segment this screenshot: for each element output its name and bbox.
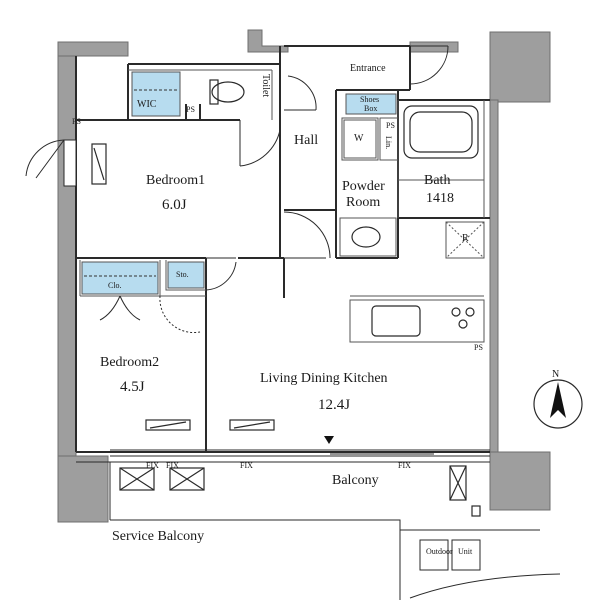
- main-entrance-marker: [324, 436, 334, 444]
- bath-size-label: 1418: [426, 191, 454, 206]
- washer-label: W: [354, 133, 364, 144]
- powder-room-label-2: Room: [346, 195, 381, 210]
- north-label: N: [552, 369, 560, 380]
- ldk-size: 12.4J: [318, 397, 351, 413]
- bath-label: Bath: [424, 173, 451, 188]
- bedroom2-label: Bedroom2: [100, 355, 160, 370]
- doors: [25, 45, 449, 334]
- shoes-box-label-2: Box: [364, 104, 378, 113]
- service-balcony-label: Service Balcony: [112, 529, 205, 544]
- fix-mark-4: FIX: [166, 461, 179, 470]
- bedroom1-label: Bedroom1: [146, 173, 206, 188]
- toilet-label: Toilet: [260, 74, 271, 98]
- thin-lines: [79, 69, 485, 343]
- hall-label: Hall: [294, 133, 319, 148]
- entrance-label: Entrance: [350, 63, 386, 74]
- windows: [76, 449, 561, 600]
- fix-mark-3: FIX: [146, 461, 159, 470]
- storage-areas: [81, 71, 397, 295]
- fixtures: [91, 79, 481, 517]
- outdoor-unit-boxes: [419, 539, 481, 571]
- outdoor-unit-label-1: Outdoor: [426, 547, 453, 556]
- ldk-label: Living Dining Kitchen: [260, 371, 388, 386]
- storage-label: Sto.: [176, 270, 189, 279]
- north-arrow-icon: [533, 379, 583, 429]
- wic-label: WIC: [137, 99, 157, 110]
- linen-label: Lin.: [384, 136, 393, 150]
- shoes-box-label-1: Shoes: [360, 95, 380, 104]
- bedroom1-size: 6.0J: [162, 197, 187, 213]
- refrigerator-label: R: [462, 233, 469, 244]
- balcony-label: Balcony: [332, 473, 379, 488]
- fix-mark-2: FIX: [398, 461, 411, 470]
- bedroom2-size: 4.5J: [120, 379, 145, 395]
- fix-mark-1: FIX: [240, 461, 253, 470]
- ps-mark-2: PS: [186, 105, 195, 114]
- ps-mark-1: PS: [72, 117, 81, 126]
- ps-mark-3: PS: [474, 343, 483, 352]
- ps-mark-4: PS: [386, 121, 395, 130]
- outdoor-unit-label-2: Unit: [458, 547, 473, 556]
- powder-room-label-1: Powder: [342, 179, 385, 194]
- closet-label: Clo.: [108, 281, 122, 290]
